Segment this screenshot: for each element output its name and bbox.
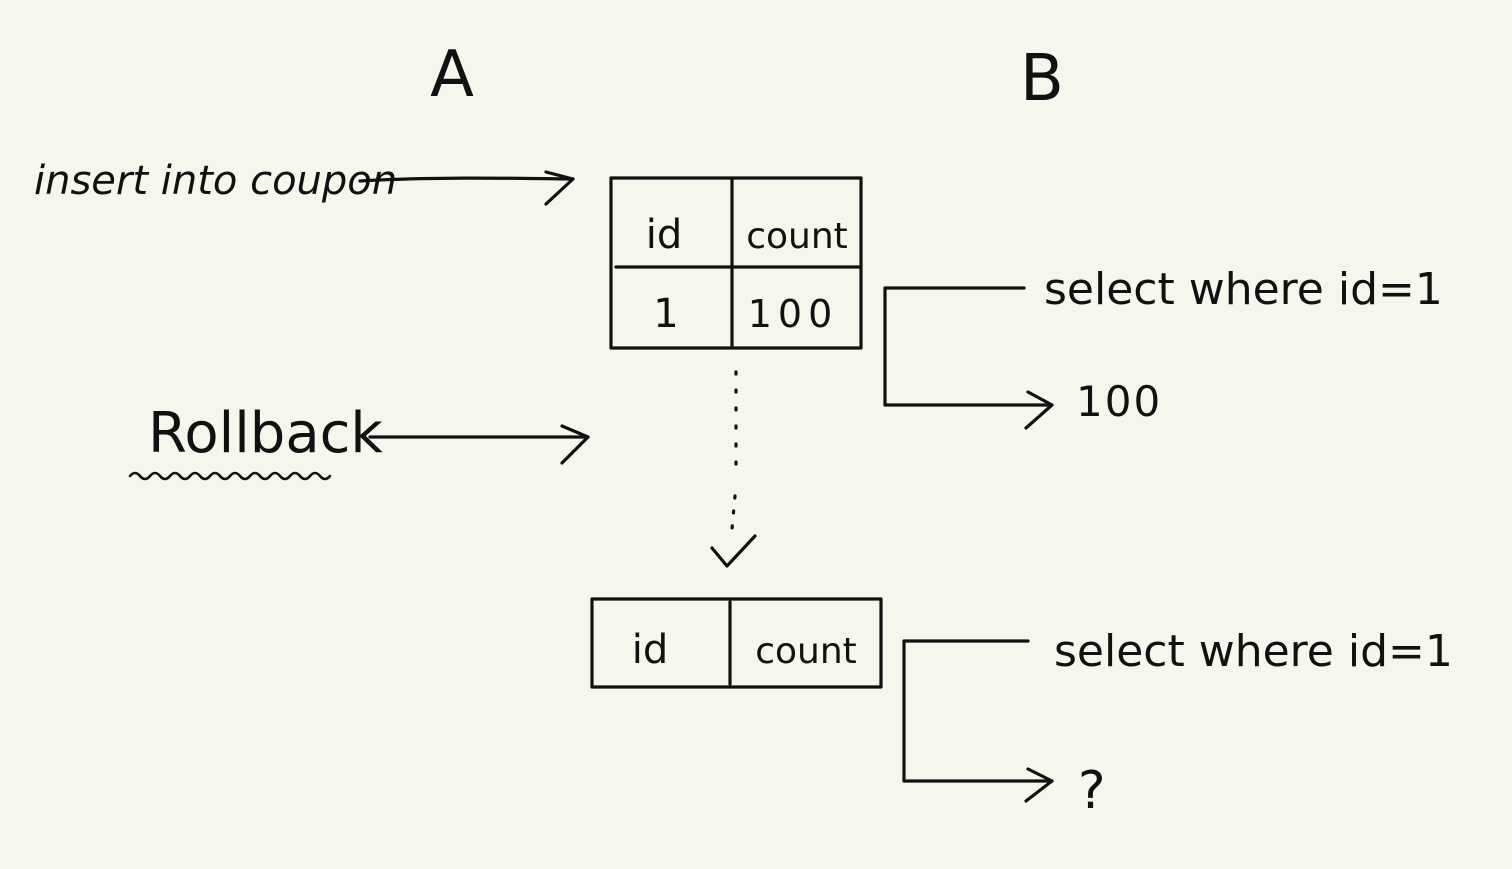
bottom-query-result: ? bbox=[1078, 761, 1106, 821]
top-table-header-count: count bbox=[746, 216, 848, 257]
top-query-arrow-head bbox=[1024, 390, 1054, 430]
top-query-connector bbox=[883, 286, 1054, 407]
dotted-transition-line-lower bbox=[729, 494, 737, 542]
bottom-table-border bbox=[590, 597, 883, 689]
top-query-result: 100 bbox=[1076, 377, 1162, 426]
top-table-header-id: id bbox=[646, 212, 683, 258]
insert-label: insert into coupon bbox=[34, 158, 397, 204]
column-b-label: B bbox=[1020, 42, 1064, 116]
top-table-cell-count: 100 bbox=[748, 292, 839, 336]
bottom-query-connector bbox=[902, 639, 1054, 783]
top-table-border bbox=[609, 176, 863, 350]
top-table: id count 1 100 bbox=[609, 176, 863, 350]
dotted-transition-arrow-head bbox=[710, 534, 757, 568]
insert-arrow-line bbox=[358, 176, 575, 183]
top-table-cell-id: 1 bbox=[653, 291, 678, 337]
rollback-arrow-head bbox=[560, 424, 590, 465]
rollback-label: Rollback bbox=[148, 401, 383, 466]
bottom-table: id count bbox=[590, 597, 883, 689]
insert-arrow-head bbox=[544, 170, 575, 206]
bottom-table-header-id: id bbox=[632, 627, 669, 673]
bottom-query-label: select where id=1 bbox=[1054, 626, 1453, 677]
top-query-label: select where id=1 bbox=[1044, 264, 1443, 315]
column-a-label: A bbox=[430, 38, 474, 112]
bottom-table-header-count: count bbox=[755, 631, 857, 672]
rollback-wavy-underline bbox=[128, 471, 332, 481]
bottom-query-arrow-head bbox=[1024, 767, 1054, 803]
